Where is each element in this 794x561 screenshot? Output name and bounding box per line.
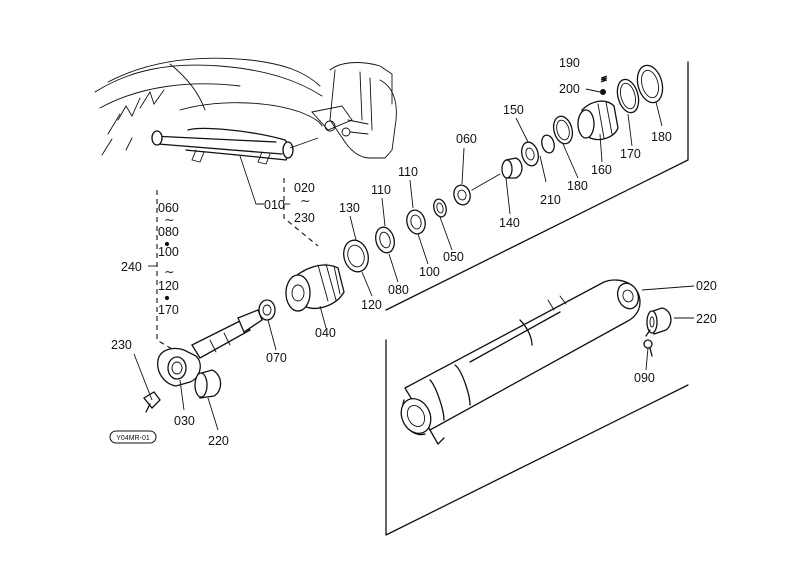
label-230: 230 bbox=[111, 338, 132, 352]
bushing-220-right bbox=[646, 307, 672, 335]
label-180-b: 180 bbox=[651, 130, 672, 144]
label-110-b: 110 bbox=[398, 165, 418, 179]
label-020-group-start: 020 bbox=[294, 181, 315, 195]
part-labels: 010 020 ∼ 230 060 ∼ 080 100 240 ∼ 120 17… bbox=[111, 56, 717, 448]
label-160: 160 bbox=[591, 163, 612, 177]
label-range-tilde-a: ∼ bbox=[300, 194, 310, 208]
label-110-a: 110 bbox=[371, 183, 391, 197]
label-130: 130 bbox=[339, 201, 360, 215]
oring-050 bbox=[433, 198, 447, 218]
spacer-060 bbox=[453, 184, 471, 206]
label-060-group: 060 bbox=[158, 201, 179, 215]
cylinder-tube bbox=[400, 279, 695, 445]
bushing-150 bbox=[521, 141, 539, 167]
label-220-a: 220 bbox=[208, 434, 229, 448]
separator-dot-b bbox=[164, 295, 170, 301]
group-brackets bbox=[156, 178, 319, 356]
label-150: 150 bbox=[503, 103, 524, 117]
bushing-220-left bbox=[194, 369, 222, 399]
label-020: 020 bbox=[696, 279, 717, 293]
ring-110-a bbox=[375, 226, 395, 254]
label-190: 190 bbox=[559, 56, 580, 70]
label-060: 060 bbox=[456, 132, 477, 146]
label-140: 140 bbox=[499, 216, 520, 230]
label-170-group: 170 bbox=[158, 303, 179, 317]
nut-070 bbox=[258, 299, 276, 321]
piston-040 bbox=[285, 263, 345, 312]
wiper-180-a bbox=[552, 115, 574, 145]
label-220-b: 220 bbox=[696, 312, 717, 326]
tractor-sketch bbox=[94, 57, 397, 165]
ring-170 bbox=[616, 78, 640, 114]
label-040: 040 bbox=[315, 326, 336, 340]
label-080-group: 080 bbox=[158, 225, 179, 239]
label-230-group-end: 230 bbox=[294, 211, 315, 225]
separator-dot-a bbox=[164, 241, 170, 247]
label-120-group: 120 bbox=[158, 279, 179, 293]
collar-140 bbox=[501, 157, 523, 179]
ring-110-b bbox=[406, 209, 426, 235]
wiper-180-b bbox=[636, 64, 664, 104]
grease-nipple-090 bbox=[643, 329, 653, 357]
label-range-tilde-b: ∼ bbox=[164, 213, 174, 227]
assembly-axis bbox=[471, 173, 501, 191]
label-range-tilde-c: ∼ bbox=[164, 265, 174, 279]
label-100: 100 bbox=[419, 265, 440, 279]
rod-end-030 bbox=[157, 347, 201, 387]
label-010: 010 bbox=[264, 198, 285, 212]
label-080: 080 bbox=[388, 283, 409, 297]
reference-code: Y04MR-01 bbox=[116, 435, 150, 442]
oring-210 bbox=[541, 134, 555, 154]
head-160 bbox=[577, 100, 619, 141]
label-070: 070 bbox=[266, 351, 287, 365]
label-030: 030 bbox=[174, 414, 195, 428]
piston-rod bbox=[191, 309, 263, 359]
label-120: 120 bbox=[361, 298, 382, 312]
label-170: 170 bbox=[620, 147, 641, 161]
label-090: 090 bbox=[634, 371, 655, 385]
label-210: 210 bbox=[540, 193, 561, 207]
label-180-a: 180 bbox=[567, 179, 588, 193]
label-200: 200 bbox=[559, 82, 580, 96]
exploded-frame bbox=[385, 61, 689, 536]
label-050: 050 bbox=[443, 250, 464, 264]
grease-nipple-230 bbox=[143, 391, 161, 413]
ball-200 bbox=[600, 89, 606, 95]
spring-190 bbox=[600, 75, 608, 83]
label-100-group: 100 bbox=[158, 245, 179, 259]
reference-code-badge: Y04MR-01 bbox=[109, 430, 157, 444]
leader-lines bbox=[133, 88, 694, 431]
seal-130 bbox=[343, 239, 369, 273]
label-240: 240 bbox=[121, 260, 142, 274]
